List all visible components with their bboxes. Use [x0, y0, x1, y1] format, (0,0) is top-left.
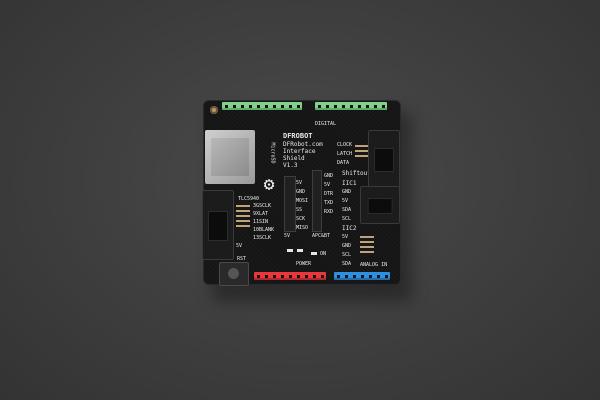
- shiftout-connector: [368, 130, 400, 188]
- shiftout-latch: LATCH: [337, 151, 353, 157]
- iic2-gnd: GND: [342, 243, 352, 249]
- tlc-11sin: 11SIN: [253, 219, 269, 225]
- tlc-13sclk: 13SCLK: [253, 235, 272, 241]
- tlc-3gsclk: 3GSCLK: [253, 203, 272, 209]
- tlc-connector: [202, 190, 234, 260]
- smd-resistor: [297, 249, 303, 252]
- tlc-pins: [236, 205, 250, 227]
- spi-mosi: MOSI: [296, 198, 309, 204]
- title-line-1: DFRobot.com: [283, 141, 323, 148]
- open-hardware-gear-icon: ⚙: [263, 174, 275, 195]
- digital-label: DIGITAL: [315, 121, 337, 127]
- tlc-title: TLC5940: [238, 196, 260, 202]
- title-line-4: V1.3: [283, 162, 298, 169]
- iic1-title: IIC1: [342, 180, 357, 187]
- microsd-slot: [205, 130, 255, 184]
- analog-in-label: ANALOG IN: [360, 262, 388, 268]
- shiftout-pins: [355, 145, 369, 157]
- tlc-10blank: 10BLANK: [253, 227, 275, 233]
- reset-button[interactable]: [219, 262, 249, 286]
- analog-header: [334, 272, 390, 280]
- spi-header: [284, 176, 296, 232]
- iic1-5v: 5V: [342, 198, 349, 204]
- iic1-scl: SCL: [342, 216, 352, 222]
- apc-bt-label: APC&BT: [312, 233, 331, 239]
- spi-miso: MISO: [296, 225, 309, 231]
- shiftout-data: DATA: [337, 160, 350, 166]
- iic2-5v: 5V: [342, 234, 349, 240]
- tlc-5v: 5V: [236, 243, 243, 249]
- iic1-gnd: GND: [342, 189, 352, 195]
- microsd-label: MicroSD: [269, 142, 276, 164]
- apc-rxd: RXD: [324, 209, 334, 215]
- smd-resistor: [287, 249, 293, 252]
- rst-label: RST: [237, 256, 247, 262]
- title-line-3: Shield: [283, 155, 305, 162]
- apc-header: [312, 170, 322, 232]
- digital-header-right: [315, 102, 387, 110]
- iic2-sda: SDA: [342, 261, 352, 267]
- iic2-scl: SCL: [342, 252, 352, 258]
- apc-txd: TXD: [324, 200, 334, 206]
- iic2-pins: [360, 236, 374, 253]
- iic1-sda: SDA: [342, 207, 352, 213]
- on-label: ON: [320, 251, 327, 257]
- spi-gnd: GND: [296, 189, 306, 195]
- power-title: POWER: [296, 261, 312, 267]
- tlc-9xlat: 9XLAT: [253, 211, 269, 217]
- shiftout-title: Shiftout: [342, 170, 371, 177]
- title-line-2: Interface: [283, 148, 316, 155]
- spi-5v-bottom: 5V: [284, 233, 291, 239]
- spi-sck: SCK: [296, 216, 306, 222]
- iic1-connector: [360, 186, 400, 224]
- power-header: [254, 272, 326, 280]
- apc-gnd: GND: [324, 173, 334, 179]
- spi-5v: 5V: [296, 180, 303, 186]
- spi-ss: SS: [296, 207, 303, 213]
- apc-dtr: DTR: [324, 191, 334, 197]
- shiftout-clock: CLOCK: [337, 142, 353, 148]
- apc-5v: 5V: [324, 182, 331, 188]
- digital-header-left: [222, 102, 302, 110]
- iic2-title: IIC2: [342, 225, 357, 232]
- brand-logo: DFROBOT: [283, 132, 313, 140]
- power-led: [311, 252, 317, 255]
- mounting-hole: [210, 106, 218, 114]
